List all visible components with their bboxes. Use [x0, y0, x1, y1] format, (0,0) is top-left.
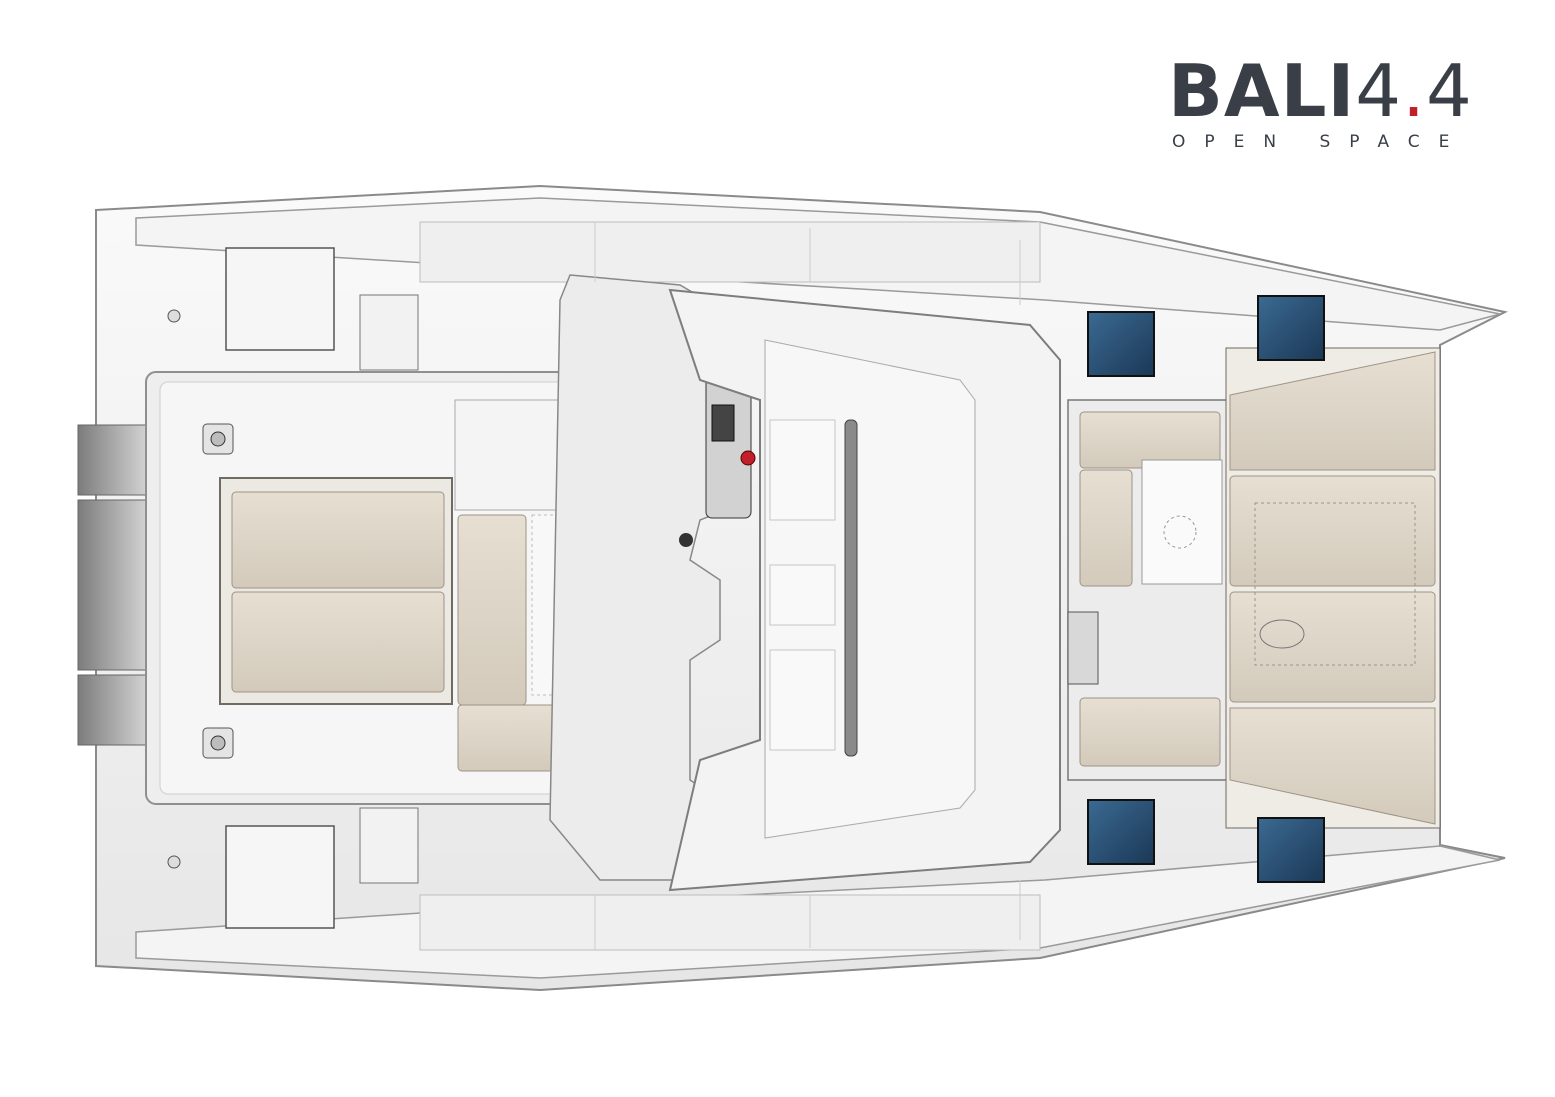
deck-hatch-port-2 [1257, 295, 1325, 361]
forward-bench-bottom [1079, 697, 1221, 767]
bow-cushion-1 [1229, 351, 1436, 471]
bali-logo: BALI4.4 OPEN SPACE [1168, 52, 1518, 162]
logo-model-prefix: 4 [1355, 49, 1403, 133]
starboard-side-deck [419, 894, 1041, 951]
skylight-2 [769, 564, 836, 626]
aft-locker-starboard-2 [359, 807, 419, 884]
bow-cushion-2 [1229, 475, 1436, 587]
skylight-1 [769, 419, 836, 521]
windlass [1259, 619, 1305, 649]
skylight-3 [769, 649, 836, 751]
sunpad-cushion-1 [231, 491, 445, 589]
helm-knob-2 [679, 533, 693, 547]
aft-locker-starboard [225, 825, 335, 929]
deck-hatch-starboard-1 [1087, 799, 1155, 865]
logo-model-suffix: 4 [1425, 49, 1473, 133]
logo-model-dot: . [1402, 49, 1426, 133]
aft-locker-port [225, 247, 335, 351]
stern-steps-starboard [77, 674, 149, 746]
helm-throttle [740, 450, 756, 466]
bow-cushion-3 [1229, 591, 1436, 703]
port-side-deck [419, 221, 1041, 283]
stern-steps-center [77, 499, 149, 671]
aft-locker-port-2 [359, 294, 419, 371]
cleat-starboard [167, 855, 181, 869]
anchor-locker [1254, 502, 1416, 666]
winch-port-drum [210, 431, 226, 447]
logo-brand: BALI [1168, 49, 1356, 133]
helm-console [705, 377, 752, 519]
logo-wordmark: BALI4.4 [1168, 52, 1473, 130]
forward-table-pedestal [1163, 515, 1197, 549]
helm-display [711, 404, 735, 442]
bow-cushion-4 [1229, 707, 1436, 825]
bench-seat-vertical [457, 514, 527, 706]
logo-tagline: OPEN SPACE [1172, 132, 1469, 152]
winch-starboard-drum [210, 735, 226, 751]
forward-bench-side [1079, 469, 1133, 587]
cleat-port [167, 309, 181, 323]
forward-table [1141, 459, 1223, 585]
sunpad-cushion-2 [231, 591, 445, 693]
stern-steps-port [77, 424, 149, 496]
deck-hatch-starboard-2 [1257, 817, 1325, 883]
coachroof-rail [844, 419, 858, 757]
deck-hatch-port-1 [1087, 311, 1155, 377]
forward-grate [1067, 611, 1099, 685]
